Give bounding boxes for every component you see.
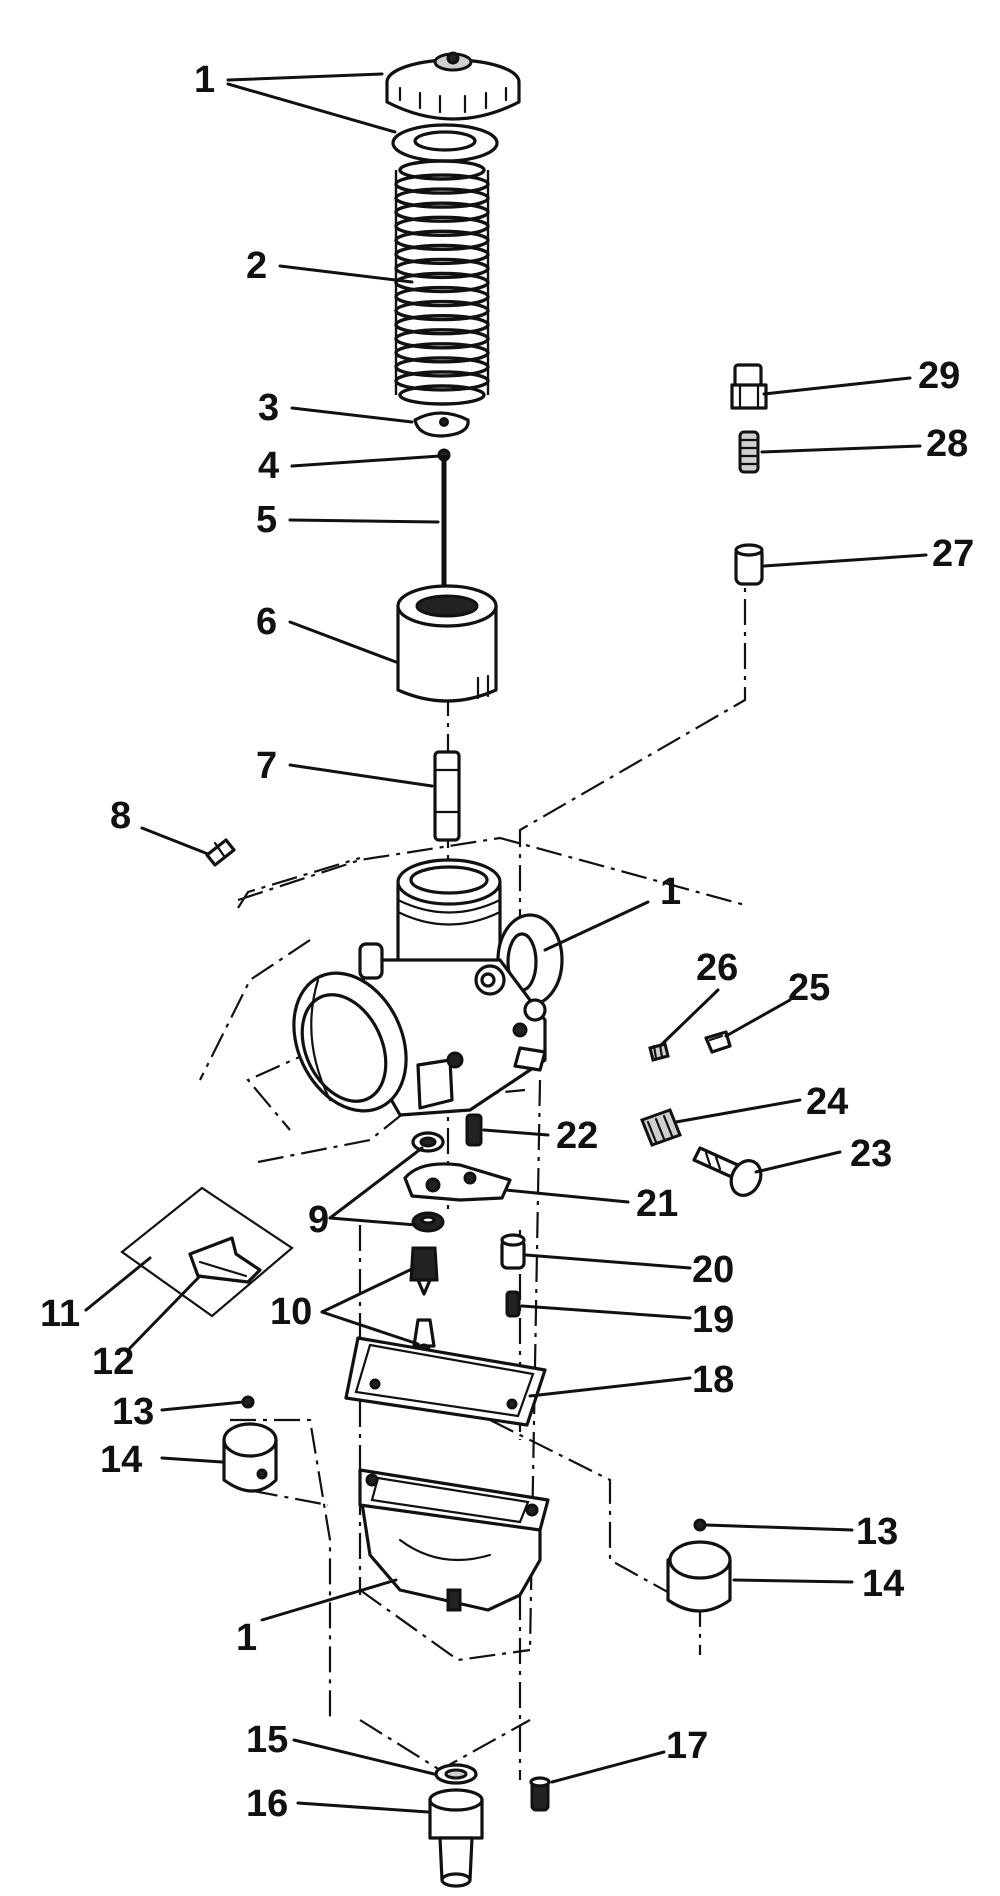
callout-23: 23 — [850, 1133, 892, 1175]
bowl-gasket — [344, 1336, 547, 1427]
callout-17: 17 — [666, 1725, 708, 1767]
callout-11: 11 — [40, 1293, 80, 1335]
callout-2: 2 — [246, 245, 267, 287]
callout-14-left: 14 — [100, 1439, 142, 1481]
callout-20: 20 — [692, 1249, 734, 1291]
float-pin-right — [693, 1518, 707, 1532]
pilot-screw — [205, 838, 236, 867]
callout-9: 9 — [308, 1199, 329, 1241]
callout-16: 16 — [246, 1783, 288, 1825]
float-right — [666, 1540, 732, 1613]
callout-22: 22 — [556, 1115, 598, 1157]
callout-27: 27 — [932, 533, 974, 575]
bowl-screw — [529, 1776, 551, 1812]
callout-1-body: 1 — [660, 871, 681, 913]
spring-coil — [398, 384, 486, 406]
callout-3: 3 — [258, 387, 279, 429]
throttle-stop-screw — [692, 1146, 763, 1197]
spring — [394, 159, 490, 406]
callout-1-bowl: 1 — [236, 1617, 257, 1659]
top-cap — [385, 51, 521, 121]
pilot-jet — [505, 1290, 521, 1318]
callout-12: 12 — [92, 1341, 134, 1383]
callout-4: 4 — [258, 445, 279, 487]
drain-plug — [428, 1788, 484, 1888]
fitting-spring — [738, 430, 760, 474]
spring-coil — [398, 159, 486, 181]
callout-19: 19 — [692, 1299, 734, 1341]
callout-1-top: 1 — [194, 59, 215, 101]
callout-5: 5 — [256, 499, 277, 541]
adjuster-spring — [640, 1108, 682, 1147]
drain-washer — [434, 1763, 478, 1785]
carburetor-body — [292, 858, 564, 1117]
callout-15: 15 — [246, 1719, 288, 1761]
callout-7: 7 — [256, 745, 277, 787]
washer-lower — [411, 1211, 445, 1233]
float-pin-screw — [465, 1113, 483, 1147]
plunger — [734, 543, 764, 586]
fitting — [730, 363, 768, 410]
callout-18: 18 — [692, 1359, 734, 1401]
needle-valve — [409, 1246, 439, 1296]
callout-13-left: 13 — [112, 1391, 154, 1433]
leader-lines — [84, 72, 928, 1814]
float-left — [222, 1422, 278, 1493]
callout-6: 6 — [256, 601, 277, 643]
callout-labels: 1 2 3 4 5 6 7 8 1 26 25 24 23 22 21 9 20… — [40, 59, 974, 1825]
cap-ring — [391, 123, 499, 163]
retainer-plate — [413, 411, 470, 438]
float-bowl — [358, 1468, 550, 1612]
washer-upper — [411, 1131, 445, 1153]
callout-29: 29 — [918, 355, 960, 397]
callout-13-right: 13 — [856, 1511, 898, 1553]
needle-jet — [433, 750, 461, 842]
bracket-plate — [403, 1162, 512, 1202]
callout-10: 10 — [270, 1291, 312, 1333]
callout-24: 24 — [806, 1081, 848, 1123]
idle-screw — [704, 1030, 732, 1054]
callout-8: 8 — [110, 795, 131, 837]
throttle-slide — [396, 584, 498, 703]
callout-14-right: 14 — [862, 1563, 904, 1605]
callout-25: 25 — [788, 967, 830, 1009]
callout-21: 21 — [636, 1183, 678, 1225]
callout-28: 28 — [926, 423, 968, 465]
jet-holder — [500, 1233, 526, 1270]
callout-26: 26 — [696, 947, 738, 989]
